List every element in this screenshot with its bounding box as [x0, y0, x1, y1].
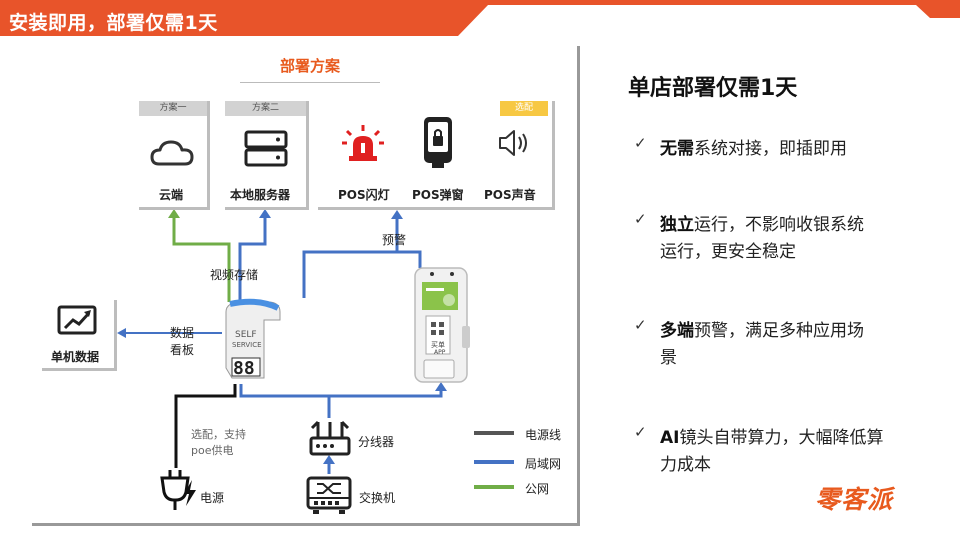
plan1-tag: 方案一	[139, 101, 207, 116]
bullet-rest: 镜头自带算力，大幅降低算力成本	[660, 428, 884, 475]
check-icon: ✓	[634, 423, 647, 441]
line-camera-to-cloud	[172, 215, 231, 302]
server-label: 本地服务器	[230, 188, 291, 202]
pos-flash-label: POS闪灯	[338, 188, 390, 202]
legend-public-label: 公网	[525, 482, 550, 496]
bullet-2: ✓ 独立运行，不影响收银系统运行，更安全稳定	[634, 210, 904, 268]
check-icon: ✓	[634, 210, 647, 228]
line-to-pos	[302, 217, 399, 298]
device-text-self: SELF	[235, 330, 257, 340]
splitter-label: 分线器	[358, 435, 395, 449]
server-card: 方案二 本地服务器	[225, 101, 309, 210]
right-title: 单店部署仅需1天	[628, 76, 798, 101]
kiosk-text-2: APP	[434, 349, 446, 356]
pos-card: 选配 POS闪灯 POS弹窗 POS声音	[318, 101, 555, 210]
line-power	[174, 384, 237, 468]
splitter-icon	[309, 420, 351, 456]
line-lan-bottom	[239, 384, 443, 398]
bullet-rest: 系统对接，即插即用	[694, 139, 847, 159]
page-title: 安装即用，部署仅需1天	[9, 12, 218, 34]
bullet-bold: 无需	[660, 139, 694, 159]
data-board-label-1: 数据	[170, 326, 195, 340]
bullet-text: 无需系统对接，即插即用	[660, 136, 847, 163]
brand-logo: 零客派	[815, 485, 894, 514]
pos-sound-label: POS声音	[484, 188, 536, 202]
standalone-data-card: 单机数据	[42, 300, 117, 371]
standalone-data-label: 单机数据	[51, 350, 100, 364]
power-plug-icon	[160, 470, 196, 510]
kiosk-device	[414, 267, 470, 383]
bullet-rest: 预警，满足多种应用场景	[660, 321, 864, 368]
plan2-tag: 方案二	[225, 101, 306, 116]
bullet-rest: 运行，不影响收银系统运行，更安全稳定	[660, 215, 864, 262]
bullet-bold: 多端	[660, 321, 694, 341]
data-board-label-2: 看板	[170, 343, 195, 357]
ai-camera-device: 88	[225, 298, 281, 379]
server-icon	[244, 130, 288, 167]
chart-icon	[57, 305, 97, 335]
bullet-text: AI镜头自带算力，大幅降低算力成本	[660, 425, 896, 479]
bullet-4: ✓ AI镜头自带算力，大幅降低算力成本	[634, 423, 904, 481]
svg-text:88: 88	[233, 358, 255, 379]
diagram-title: 部署方案	[279, 57, 340, 75]
check-icon: ✓	[634, 134, 647, 152]
device-text-service: SERVICE	[232, 341, 262, 349]
bullet-bold: AI	[660, 428, 680, 448]
alarm-light-icon	[342, 125, 384, 161]
legend-power-label: 电源线	[525, 428, 562, 442]
alert-label: 预警	[382, 233, 407, 247]
bullet-3: ✓ 多端预警，满足多种应用场景	[634, 316, 904, 374]
line-camera-to-server	[238, 215, 267, 302]
poe-note: 选配，支持poe供电	[191, 428, 246, 457]
switch-icon	[306, 476, 352, 514]
kiosk-text-1: 买单	[431, 341, 445, 349]
cloud-icon	[150, 140, 194, 166]
header-bar	[0, 0, 960, 36]
power-label: 电源	[200, 491, 225, 505]
bullet-text: 多端预警，满足多种应用场景	[660, 318, 872, 372]
speaker-icon	[499, 130, 527, 156]
diagram-title-underline	[240, 82, 380, 83]
popup-terminal-icon	[424, 117, 452, 168]
diagram-panel	[32, 46, 580, 526]
legend-lan-label: 局域网	[525, 457, 562, 471]
optional-tag: 选配	[500, 101, 548, 116]
cloud-card: 方案一 云端	[139, 101, 210, 210]
cloud-label: 云端	[159, 188, 184, 202]
bullet-text: 独立运行，不影响收银系统运行，更安全稳定	[660, 212, 872, 266]
check-icon: ✓	[634, 316, 647, 334]
switch-label: 交换机	[359, 491, 396, 505]
video-storage-label: 视频存储	[210, 268, 259, 282]
bullet-bold: 独立	[660, 215, 694, 235]
pos-popup-label: POS弹窗	[412, 188, 464, 202]
bullet-1: ✓ 无需系统对接，即插即用	[634, 134, 904, 166]
